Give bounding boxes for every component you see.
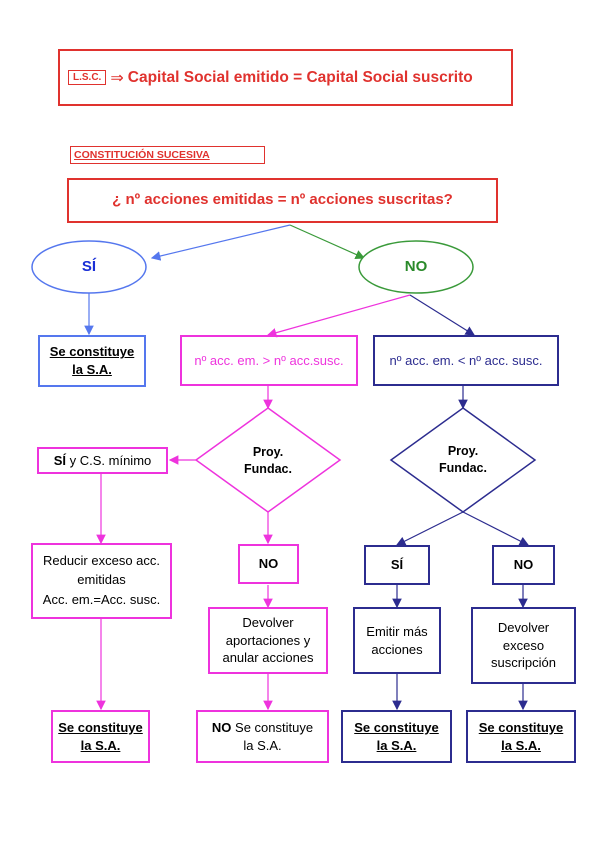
bottom-result-1: Se constituye la S.A. <box>51 710 150 763</box>
no-ellipse-shape <box>358 240 474 294</box>
arrow-no-to-gt <box>266 294 411 338</box>
arrow-question-to-si <box>150 224 291 261</box>
bottom-result-2-bold: NO <box>211 719 232 735</box>
result-left-box: Se constituye la S.A. <box>38 335 146 387</box>
reduce-line1: Reducir exceso acc. <box>42 552 161 568</box>
bottom-result-4-line2: la S.A. <box>501 737 541 753</box>
bottom-result-2-line2: la S.A. <box>243 737 282 753</box>
diamond-right-line2: Fundac. <box>439 461 487 475</box>
yes-ellipse-label: SÍ <box>81 257 97 275</box>
devolver-anular-line3: anular acciones <box>222 650 314 666</box>
devolver-exceso-line3: suscripción <box>490 655 557 671</box>
bottom-result-1-line1: Se constituye <box>58 719 143 735</box>
case-lt-box: nº acc. em. < nº acc. susc. <box>373 335 559 386</box>
bottom-result-4-line1: Se constituye <box>478 719 564 735</box>
si-minimum-box: SÍ y C.S. mínimo <box>37 447 168 474</box>
bottom-result-2-line1: NO Se constituye <box>212 719 313 737</box>
reduce-line2: emitidas <box>77 571 126 587</box>
header-title: Capital Social emitido = Capital Social … <box>127 68 473 86</box>
result-left-line2: la S.A. <box>72 362 112 377</box>
bottom-result-2-rest: Se constituye <box>231 719 314 735</box>
diamond-left-label: Proy. Fundac. <box>226 444 310 478</box>
no-middle-box: NO <box>238 544 299 584</box>
devolver-anular-line1: Devolver <box>242 615 294 631</box>
si-minimum-rest: y C.S. mínimo <box>66 452 152 468</box>
diamond-right-label: Proy. Fundac. <box>421 443 505 477</box>
result-left-line1: Se constituye <box>49 344 135 360</box>
arrow-rdiamond-to-no <box>462 511 530 546</box>
bottom-result-1-line2: la S.A. <box>80 737 121 753</box>
reduce-box: Reducir exceso acc. emitidas Acc. em.=Ac… <box>31 543 172 619</box>
devolver-exceso-line1: Devolver <box>497 620 550 636</box>
diamond-right-line1: Proy. <box>447 444 479 459</box>
bottom-result-2: NO Se constituye la S.A. <box>196 710 329 763</box>
question-box: ¿ nº acciones emitidas = nº acciones sus… <box>67 178 498 223</box>
no-right-box: NO <box>492 545 555 585</box>
reduce-line3: Acc. em.=Acc. susc. <box>42 592 161 608</box>
bottom-result-3-line1: Se constituye <box>354 719 439 735</box>
implies-arrow: ⇒ <box>110 69 124 87</box>
arrow-no-to-lt <box>409 294 476 336</box>
bottom-result-3: Se constituye la S.A. <box>341 710 452 763</box>
emitir-line2: acciones <box>371 641 423 657</box>
bottom-result-4: Se constituye la S.A. <box>466 710 576 763</box>
case-gt-box: nº acc. em. > nº acc.susc. <box>180 335 358 386</box>
diamond-right-shape <box>389 407 537 513</box>
diamond-left-line1: Proy. <box>252 445 284 460</box>
arrow-rdiamond-to-si <box>395 511 464 546</box>
emitir-box: Emitir más acciones <box>353 607 441 674</box>
diamond-left-line2: Fundac. <box>244 462 292 476</box>
lsc-tag: L.S.C. <box>68 70 107 85</box>
si-minimum-bold: SÍ <box>53 452 67 468</box>
devolver-anular-box: Devolver aportaciones y anular acciones <box>208 607 328 674</box>
header-box: L.S.C. ⇒ Capital Social emitido = Capita… <box>58 49 513 106</box>
section-label: CONSTITUCIÓN SUCESIVA <box>70 146 265 164</box>
emitir-line1: Emitir más <box>366 623 428 639</box>
diamond-left-shape <box>194 407 342 513</box>
devolver-exceso-line2: exceso <box>502 637 545 653</box>
devolver-exceso-box: Devolver exceso suscripción <box>471 607 576 684</box>
arrow-question-to-no <box>289 224 366 259</box>
si-right-box: SÍ <box>364 545 430 585</box>
yes-ellipse-shape <box>31 240 147 294</box>
devolver-anular-line2: aportaciones y <box>225 632 311 648</box>
no-ellipse-label: NO <box>404 257 428 275</box>
bottom-result-3-line2: la S.A. <box>376 737 417 753</box>
